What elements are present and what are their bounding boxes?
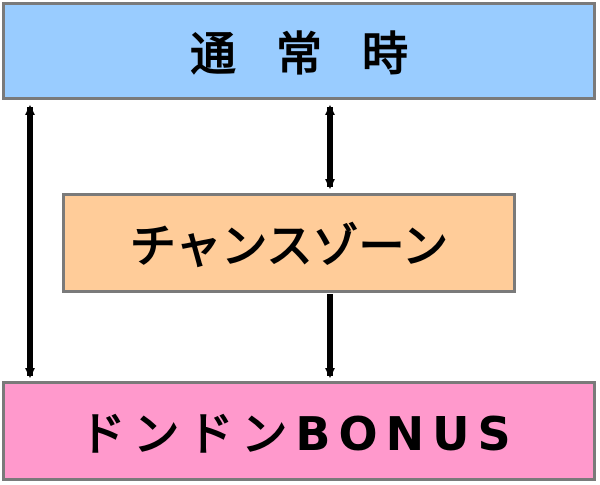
node-bonus: ドンドンBONUS	[2, 381, 596, 481]
node-normal-label: 通常時	[190, 27, 448, 81]
node-chance-zone-label: チャンスゾーン	[129, 219, 449, 273]
node-normal: 通常時	[2, 2, 596, 100]
node-bonus-label: ドンドンBONUS	[79, 407, 519, 461]
node-chance-zone: チャンスゾーン	[62, 193, 516, 293]
